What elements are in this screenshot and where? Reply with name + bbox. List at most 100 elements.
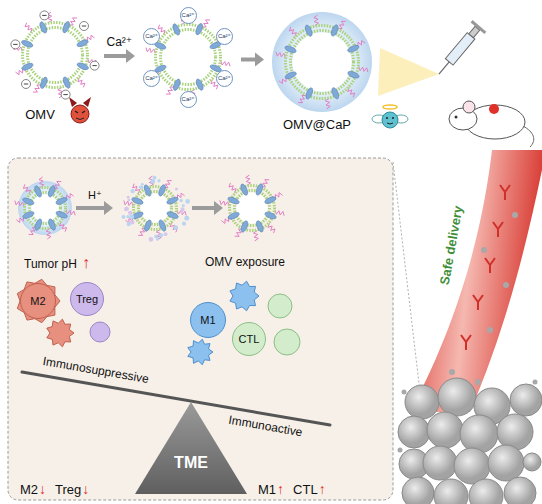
process-arrows-rect bbox=[192, 206, 215, 210]
membrane-protein bbox=[240, 220, 249, 233]
mouse-path bbox=[523, 126, 534, 147]
vesicle bbox=[124, 176, 186, 240]
ion-label: H⁺ bbox=[88, 189, 102, 202]
released-calcium-phosphate bbox=[159, 233, 163, 237]
minus-sign bbox=[63, 94, 67, 95]
lipid-inner bbox=[161, 30, 216, 85]
ion-label: Ca²⁺ bbox=[216, 70, 233, 87]
cell-name: Treg bbox=[55, 483, 81, 498]
lps-chain bbox=[220, 200, 229, 206]
zoom-line bbox=[393, 162, 420, 392]
lps-chain bbox=[325, 98, 330, 108]
antibodies-path bbox=[500, 185, 510, 200]
released-calcium-phosphate bbox=[185, 199, 190, 204]
lps-chain bbox=[298, 96, 306, 103]
vesicle bbox=[220, 175, 284, 241]
particles-circle bbox=[398, 448, 403, 453]
released-calcium-phosphate bbox=[124, 206, 129, 211]
annotation: Tumor pH bbox=[24, 258, 77, 272]
particles-circle bbox=[512, 212, 518, 218]
particles-circle bbox=[402, 390, 407, 395]
cell-node: M2 bbox=[20, 283, 56, 319]
lipid-inner bbox=[28, 28, 83, 83]
lps-chain bbox=[15, 201, 24, 207]
tumor-cluster-circle bbox=[488, 445, 524, 481]
angel-icon-path bbox=[387, 123, 393, 124]
decrease-arrow: ↓ bbox=[39, 481, 46, 497]
lipid-inner bbox=[30, 193, 61, 224]
membrane-protein bbox=[143, 219, 152, 232]
tumor-cluster-circle bbox=[460, 415, 498, 453]
tumor-cluster-circle bbox=[469, 479, 503, 504]
released-calcium-phosphate bbox=[150, 179, 155, 184]
angel-icon-circle bbox=[386, 117, 388, 119]
particles-circle bbox=[481, 247, 487, 253]
lps-chain bbox=[338, 21, 346, 28]
released-calcium-phosphate bbox=[129, 215, 134, 220]
vesicle-label: OMV@CaP bbox=[267, 117, 367, 132]
minus-sign bbox=[92, 65, 96, 66]
membrane-protein bbox=[264, 195, 277, 204]
lipid-inner bbox=[139, 192, 172, 225]
membrane-protein bbox=[331, 87, 340, 100]
arrow-shaft bbox=[241, 58, 256, 62]
lipid-outer bbox=[23, 23, 88, 88]
released-calcium-phosphate bbox=[139, 186, 142, 189]
charge-symbol bbox=[61, 90, 70, 99]
devil-icon-circle bbox=[71, 105, 89, 123]
ion-label: Ca²⁺ bbox=[143, 70, 160, 87]
lumen bbox=[237, 193, 268, 224]
vesicle bbox=[15, 177, 75, 239]
released-calcium-phosphate bbox=[128, 211, 132, 215]
released-calcium-phosphate bbox=[164, 232, 168, 236]
tumor-cluster-circle bbox=[423, 446, 457, 480]
membrane-protein bbox=[47, 185, 56, 198]
membrane-protein bbox=[195, 78, 204, 91]
membrane-protein bbox=[76, 39, 89, 48]
membrane-protein bbox=[157, 184, 166, 197]
vesicle-node: Ca²⁺Ca²⁺Ca²⁺Ca²⁺Ca²⁺Ca²⁺ bbox=[138, 7, 238, 107]
minus-sign bbox=[24, 83, 28, 84]
cell-name: M1 bbox=[258, 483, 276, 498]
ion-label: Ca²⁺ bbox=[216, 28, 233, 45]
label-row: M2↓Treg↓ bbox=[20, 481, 89, 498]
charge-symbol bbox=[90, 61, 99, 70]
label-row: Tumor pH↑ bbox=[24, 254, 90, 272]
vesicle-node: OMV bbox=[9, 9, 101, 101]
membrane-protein bbox=[166, 196, 179, 205]
vesicle-drawing bbox=[9, 9, 101, 101]
mouse-circle bbox=[455, 116, 458, 119]
antibodies-path bbox=[485, 258, 495, 273]
membrane-protein bbox=[62, 21, 71, 34]
mouse bbox=[449, 101, 534, 147]
edge-label: Ca²⁺ bbox=[107, 36, 133, 50]
membrane-protein bbox=[34, 218, 43, 231]
particles-circle bbox=[533, 380, 538, 385]
released-calcium-phosphate bbox=[127, 196, 130, 199]
tumor-cluster-circle bbox=[504, 477, 536, 504]
charge-symbol bbox=[79, 22, 88, 31]
cell-name: CTL bbox=[293, 483, 318, 498]
lumen bbox=[163, 32, 214, 83]
lps-chain bbox=[275, 210, 284, 216]
membrane-protein bbox=[33, 185, 42, 198]
lps-chain bbox=[66, 210, 75, 216]
released-calcium-phosphate bbox=[182, 204, 185, 207]
inset-panel bbox=[8, 158, 393, 500]
particles-circle bbox=[449, 369, 455, 375]
lipid-outer bbox=[156, 25, 221, 90]
membrane-protein bbox=[227, 196, 240, 205]
membrane-protein bbox=[143, 184, 152, 197]
lumen bbox=[293, 33, 352, 92]
annotation: OMV exposure bbox=[205, 256, 285, 270]
t-cell bbox=[274, 329, 300, 355]
membrane-protein bbox=[55, 196, 68, 205]
vesicle-drawing bbox=[267, 7, 377, 117]
membrane-protein bbox=[22, 197, 35, 206]
macrophage-cell bbox=[17, 279, 60, 322]
tumor-cluster-circle bbox=[497, 414, 533, 450]
antibodies bbox=[461, 185, 510, 350]
vesicle bbox=[272, 12, 372, 112]
lumen bbox=[30, 30, 81, 81]
decrease-arrow: ↓ bbox=[82, 481, 89, 497]
